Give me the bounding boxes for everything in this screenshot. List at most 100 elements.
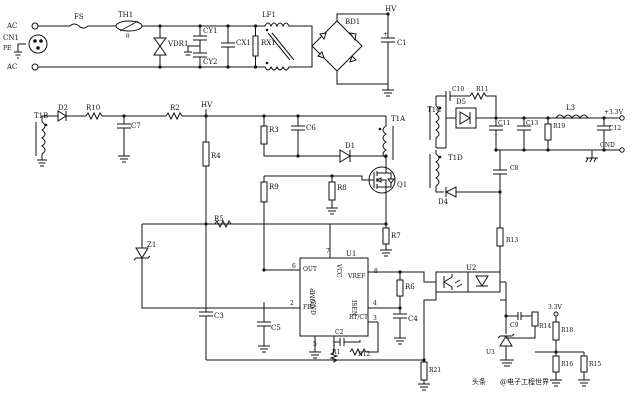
- c3-label: C3: [214, 312, 224, 320]
- d4-label: D4: [438, 198, 449, 206]
- c9-label: C9: [510, 322, 519, 329]
- hv-mid-label: HV: [201, 101, 213, 109]
- resistor-r15: [580, 355, 588, 373]
- c2-label: C2: [335, 329, 344, 336]
- zener-z1: [135, 247, 149, 259]
- resistor-r11: [469, 91, 497, 120]
- pwm-controller-u1: U1 OUT VCC VREF FB COMP GND ISEN RT/CT 7…: [257, 224, 418, 363]
- bd1-label: BD1: [345, 18, 360, 26]
- lf1-label: LF1: [262, 11, 276, 19]
- r18-label: R18: [561, 327, 573, 334]
- fs-label: FS: [74, 13, 84, 21]
- bridge-rectifier-bd1: [311, 20, 363, 72]
- resistor-r21: [420, 361, 428, 381]
- c8-label: C8: [510, 165, 519, 172]
- resistor-r6: [396, 279, 404, 297]
- c6-label: C6: [306, 124, 316, 132]
- resistor-r8: [328, 181, 336, 201]
- resistor-r4: [202, 141, 210, 167]
- winding-t1b: [41, 121, 46, 155]
- pin6-label: 6: [292, 263, 296, 270]
- resistor-r7: [382, 227, 390, 245]
- diode-d1: [339, 149, 351, 163]
- ac-top-terminal: [31, 22, 39, 30]
- winding-t1d: [435, 153, 440, 187]
- r4-label: R4: [211, 152, 221, 160]
- resistor-r2: [124, 111, 206, 121]
- pin3-label: 3: [373, 315, 377, 322]
- c4-label: C4: [408, 315, 418, 323]
- winding-t1c: [435, 96, 440, 148]
- t1d-label: T1D: [448, 154, 463, 162]
- r19-label: R19: [553, 123, 565, 130]
- c5-label: C5: [271, 324, 281, 332]
- primary-switch-section: R3 C6 D1 T1A Q1 R9 R8: [206, 114, 407, 271]
- svg-text:+: +: [383, 31, 388, 38]
- z1-label: Z1: [147, 241, 156, 249]
- r5-label: R5: [214, 215, 224, 223]
- pin7-label: 7: [326, 248, 330, 255]
- resistor-r14: [531, 311, 539, 327]
- c1-label: C1: [397, 39, 407, 47]
- resistor-r1: [329, 342, 339, 363]
- u1-isen-label: ISEN: [350, 300, 357, 316]
- r7-label: R7: [391, 232, 401, 240]
- winding-t1a: [382, 116, 387, 166]
- ac-top-label: AC: [6, 22, 17, 30]
- cy2-label: CY2: [203, 58, 217, 66]
- r16-label: R16: [561, 361, 573, 368]
- ic-u1: [299, 257, 369, 337]
- r13-label: R13: [506, 237, 518, 244]
- r9-label: R9: [269, 183, 279, 191]
- c12-label: C12: [609, 125, 621, 132]
- resistor-r9: [260, 181, 268, 203]
- inductor-l3: [555, 114, 589, 119]
- t1b-label: T1B: [34, 112, 48, 120]
- pin4-label: 4: [373, 300, 377, 307]
- u1-vref-label: VREF: [347, 273, 365, 280]
- u1-fb-label: FB: [303, 304, 312, 311]
- th1-label: TH1: [118, 11, 133, 19]
- l3-label: L3: [566, 104, 575, 112]
- svg-text:θ: θ: [126, 33, 130, 40]
- u1-comp-label: COMP: [310, 288, 317, 308]
- r12-label: R12: [358, 351, 370, 358]
- fuse-fs: [69, 23, 89, 29]
- resistor-r18: [552, 321, 560, 341]
- c10-label: C10: [452, 86, 464, 93]
- ac-input-section: AC AC CN1 PE FS TH1 θ VDR1 CY1 CY2: [3, 5, 407, 97]
- r15-label: R15: [589, 361, 601, 368]
- out-33v-label: +3.3V: [604, 109, 624, 116]
- d5-label: D5: [456, 98, 466, 106]
- u1-vcc-label: VCC: [335, 263, 342, 278]
- u1-gnd-label: GND: [309, 300, 316, 315]
- resistor-r19: [544, 123, 552, 141]
- r1-label: R1: [332, 349, 340, 356]
- r3-label: R3: [269, 126, 279, 134]
- c11-label: C11: [498, 120, 510, 127]
- diode-d2: [57, 110, 67, 122]
- r10-label: R10: [86, 104, 100, 112]
- resistor-r5: [214, 219, 232, 229]
- watermark-prefix: 头条: [472, 377, 486, 386]
- pin2-label: 2: [290, 300, 294, 307]
- vdr1-label: VDR1: [167, 40, 188, 48]
- x-cap-cx1: [221, 26, 235, 67]
- r2-label: R2: [170, 104, 180, 112]
- choke-lf1: [255, 22, 300, 28]
- resistor-r10: [85, 111, 124, 121]
- u1-label: U1: [346, 250, 356, 258]
- output-terminal-33v: [619, 115, 625, 121]
- v33-label: 3.3V: [548, 304, 563, 311]
- rx1-label: RX1: [261, 39, 276, 47]
- c7-label: C7: [131, 122, 141, 130]
- q1-label: Q1: [397, 181, 407, 189]
- hv-top-label: HV: [385, 5, 397, 13]
- u3-label: U3: [486, 349, 495, 356]
- diode-d4: [444, 186, 457, 198]
- u1-out-label: OUT: [303, 266, 317, 273]
- r8-label: R8: [337, 184, 347, 192]
- output-terminal-gnd: [619, 147, 625, 153]
- r6-label: R6: [405, 283, 415, 291]
